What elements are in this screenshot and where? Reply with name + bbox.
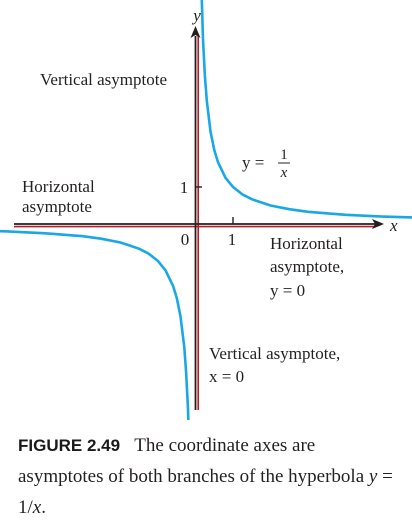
annotation-horizontal-right-line2: asymptote, [270, 257, 344, 276]
annotation-horizontal-left-line1: Horizontal [22, 177, 95, 196]
hyperbola-figure: y x 1 1 0 y = 1 x Vertical asymptote Hor… [0, 0, 412, 420]
y-axis-label: y [191, 6, 201, 25]
caption-eq: = 1/ [18, 466, 393, 518]
svg-text:1: 1 [280, 147, 288, 163]
caption-text: The coordinate axes are asymptotes of bo… [18, 435, 365, 487]
svg-text:y =: y = [242, 153, 264, 172]
curve-branch-positive [200, 0, 412, 219]
annotation-vertical-bottom-line2: x = 0 [209, 367, 244, 386]
origin-label: 0 [181, 230, 190, 249]
y-tick-label-1: 1 [180, 178, 189, 197]
caption-var-x: x [32, 497, 42, 518]
caption-figure-label: FIGURE 2.49 [18, 436, 121, 455]
curve-branch-negative [0, 229, 190, 420]
figure-caption: FIGURE 2.49 The coordinate axes are asym… [18, 430, 398, 523]
svg-text:x: x [280, 165, 288, 181]
annotation-horizontal-right-line1: Horizontal [270, 234, 343, 253]
annotation-vertical-bottom-line1: Vertical asymptote, [209, 344, 340, 363]
caption-var-y: y [368, 466, 378, 487]
annotation-vertical-asymptote-top: Vertical asymptote [40, 70, 167, 89]
annotation-horizontal-right-line3: y = 0 [270, 281, 305, 300]
x-tick-label-1: 1 [228, 230, 237, 249]
annotation-horizontal-left-line2: asymptote [22, 197, 92, 216]
curve-equation: y = 1 x [242, 147, 290, 181]
x-axis-arrow [372, 219, 384, 229]
y-axis-arrow [190, 26, 201, 38]
x-axis-label: x [389, 216, 398, 235]
caption-end: . [41, 497, 46, 518]
